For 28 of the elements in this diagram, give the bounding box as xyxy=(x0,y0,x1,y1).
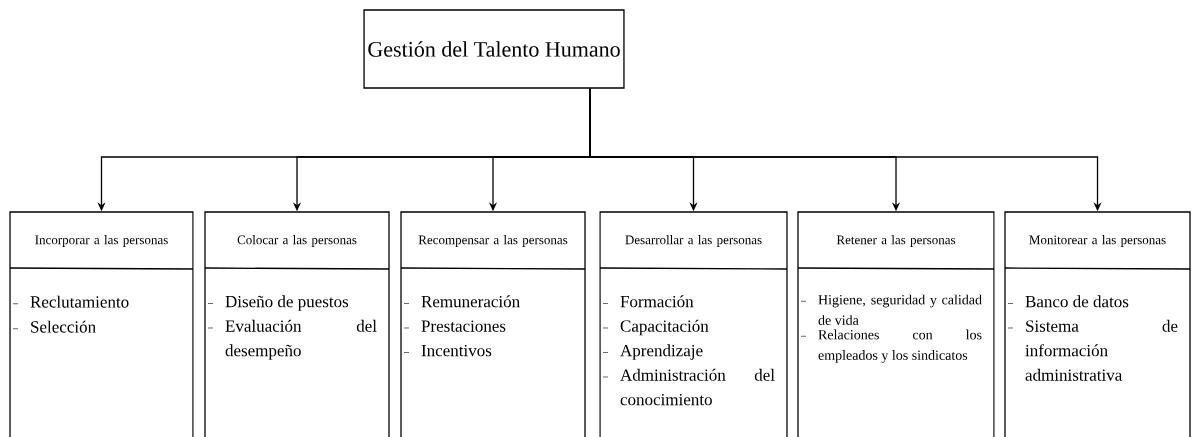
column-box xyxy=(400,211,586,437)
list-item: Higiene, seguridad y calidad de vida xyxy=(818,294,982,325)
column-box xyxy=(9,211,194,437)
list-item: Selección xyxy=(31,320,96,333)
column-box xyxy=(797,211,995,437)
list-item: Formación xyxy=(620,295,694,308)
list-item: Sistema de información administrativa xyxy=(1025,319,1178,381)
list-item: Prestaciones xyxy=(421,320,506,332)
column-heading: Recompensar a las personas xyxy=(418,235,568,247)
list-item: Remuneración xyxy=(421,295,520,308)
list-item: Aprendizaje xyxy=(620,344,703,360)
column-heading: Monitorear a las personas xyxy=(1029,235,1166,247)
column-heading: Incorporar a las personas xyxy=(35,235,168,247)
column-heading: Colocar a las personas xyxy=(237,235,357,247)
column-heading: Retener a las personas xyxy=(836,235,956,247)
column-box xyxy=(1004,211,1191,437)
list-item: Evaluación del desempeño xyxy=(225,319,377,360)
column-box xyxy=(599,211,788,437)
title-box: Gestión del Talento Humano xyxy=(363,9,625,89)
list-item: Capacitación xyxy=(620,319,709,336)
column-heading: Desarrollar a las personas xyxy=(625,235,762,247)
list-item: Diseño de puestos xyxy=(225,295,349,311)
list-item: Relaciones con los empleados y los sindicatos xyxy=(818,329,982,363)
list-item: Administración del conocimiento xyxy=(620,368,775,406)
list-item: Incentivos xyxy=(421,344,492,357)
list-item: Banco de datos xyxy=(1025,295,1129,308)
list-item: Reclutamiento xyxy=(30,295,129,308)
column-box xyxy=(204,211,390,437)
